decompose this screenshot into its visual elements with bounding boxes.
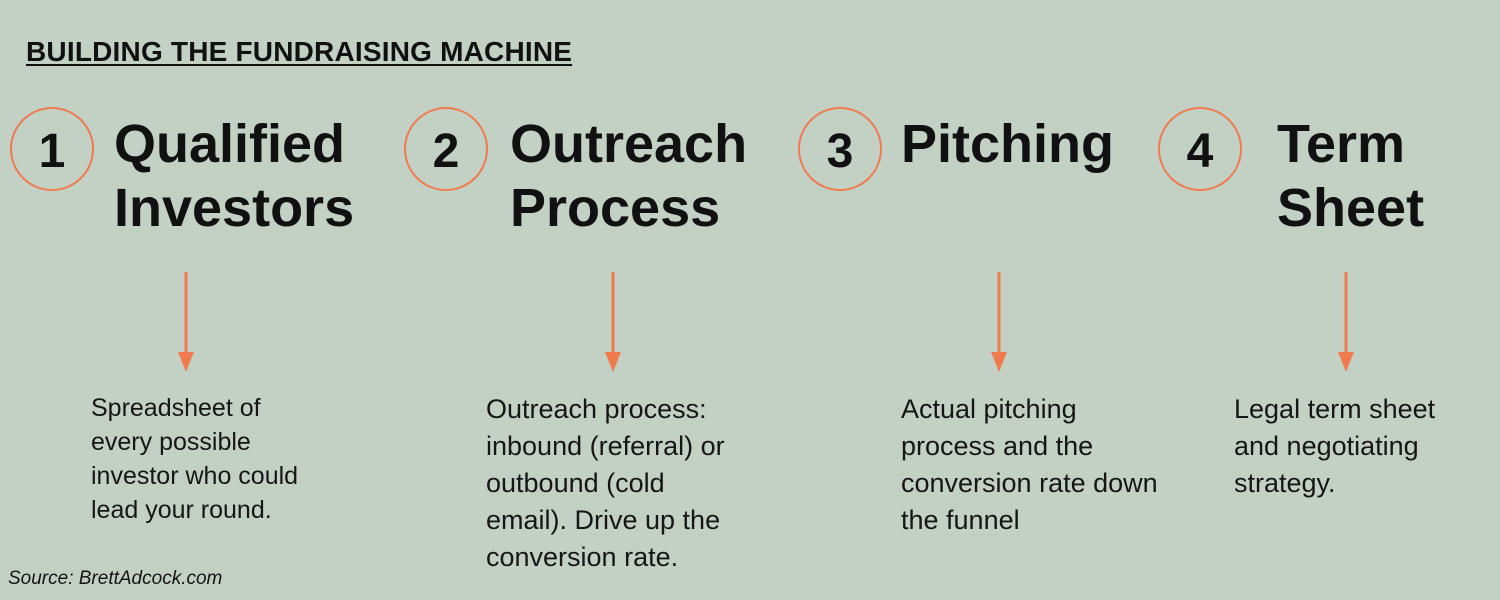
step-2-description-line-4: email). Drive up the	[486, 505, 721, 535]
step-3-title-line-1: Pitching	[901, 114, 1114, 174]
source-credit: Source: BrettAdcock.com	[8, 568, 223, 589]
step-4-description-line-3: strategy.	[1234, 468, 1336, 498]
step-4-title: Term Sheet	[1277, 112, 1424, 240]
step-3-description-line-1: Actual pitching	[901, 394, 1077, 424]
step-1-description: Spreadsheet of every possible investor w…	[91, 391, 298, 527]
step-2-down-arrow-icon	[605, 272, 621, 372]
step-1-title-line-2: Investors	[114, 178, 355, 238]
step-4-down-arrow-icon	[1338, 272, 1354, 372]
step-3-description-line-2: process and the	[901, 431, 1094, 461]
step-3-title: Pitching	[901, 112, 1114, 176]
step-2-description-line-5: conversion rate.	[486, 542, 679, 572]
step-3-number-circle: 3	[798, 107, 882, 191]
step-2-title-line-2: Process	[510, 178, 721, 238]
step-1-number-circle: 1	[10, 107, 94, 191]
step-2-description-line-3: outbound (cold	[486, 468, 665, 498]
step-2-number-circle: 2	[404, 107, 488, 191]
step-2-title: Outreach Process	[510, 112, 747, 240]
step-1-description-line-3: investor who could	[91, 462, 299, 490]
step-1-description-line-4: lead your round.	[91, 496, 272, 524]
step-4-number-circle: 4	[1158, 107, 1242, 191]
step-3-description-line-3: conversion rate down	[901, 468, 1158, 498]
step-2-number: 2	[432, 124, 460, 178]
step-4-description-line-2: and negotiating	[1234, 431, 1419, 461]
step-2-description-line-1: Outreach process:	[486, 394, 707, 424]
step-2-description: Outreach process: inbound (referral) or …	[486, 391, 725, 576]
step-3-description-line-4: the funnel	[901, 505, 1020, 535]
step-2-title-line-1: Outreach	[510, 114, 748, 174]
step-1-description-line-2: every possible	[91, 428, 251, 456]
step-4-title-line-2: Sheet	[1277, 178, 1425, 238]
step-3-description: Actual pitching process and the conversi…	[901, 391, 1158, 539]
step-4-title-line-1: Term	[1277, 114, 1406, 174]
step-3-down-arrow-icon	[991, 272, 1007, 372]
page-title: BUILDING THE FUNDRAISING MACHINE	[26, 36, 573, 67]
step-3-number: 3	[826, 124, 854, 178]
step-4-number: 4	[1186, 124, 1214, 178]
step-4-description-line-1: Legal term sheet	[1234, 394, 1436, 424]
step-4-description: Legal term sheet and negotiating strateg…	[1234, 391, 1435, 502]
step-1-down-arrow-icon	[178, 272, 194, 372]
step-1-description-line-1: Spreadsheet of	[91, 394, 261, 422]
step-1-title-line-1: Qualified	[114, 114, 346, 174]
step-2-description-line-2: inbound (referral) or	[486, 431, 725, 461]
step-1-title: Qualified Investors	[114, 112, 354, 240]
step-1-number: 1	[38, 124, 66, 178]
